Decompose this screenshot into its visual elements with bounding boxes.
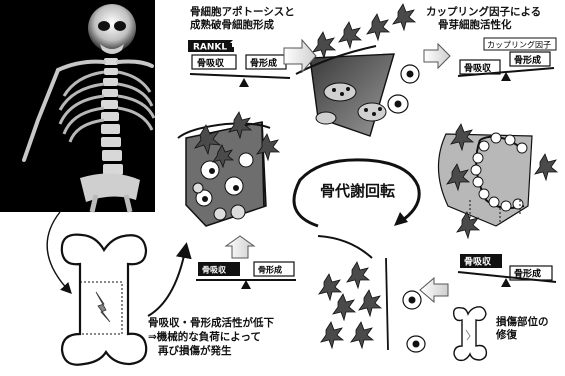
caption-coupling: カップリング因子による 骨芽細胞活性化 xyxy=(426,6,541,32)
balance-top-left-formation: 骨形成 xyxy=(250,57,277,69)
caption-repair: 損傷部位の 修復 xyxy=(496,316,549,342)
resorption-panel xyxy=(296,4,419,136)
balance-mid-left: 骨吸収 骨形成 xyxy=(196,262,296,289)
balance-top-right-formation: 骨形成 xyxy=(514,54,541,66)
rankl-tag: RANKL xyxy=(193,43,227,53)
center-title: 骨代謝回転 xyxy=(320,180,395,201)
balance-bottom-right: 骨吸収 骨形成 xyxy=(458,254,556,287)
caption-repair-line1: 損傷部位の xyxy=(496,316,549,329)
balance-bottom-right-resorption: 骨吸収 xyxy=(464,256,492,268)
balance-top-left-resorption: 骨吸収 xyxy=(197,57,225,69)
caption-apoptosis-line1: 骨細胞アポトーシスと xyxy=(190,6,295,19)
quiescent-panel xyxy=(318,236,425,352)
bone-outline xyxy=(62,235,146,365)
balance-top-right: カップリング因子 骨吸収 骨形成 xyxy=(458,38,556,81)
caption-coupling-line2: 骨芽細胞活性化 xyxy=(426,19,541,32)
caption-coupling-line1: カップリング因子による xyxy=(426,6,541,19)
caption-decline-line1: 骨吸収・骨形成活性が低下 xyxy=(148,316,274,330)
small-bone-icon xyxy=(454,307,487,361)
flow-arrow-top-right xyxy=(424,44,450,68)
caption-decline-line2: ⇒機械的な負荷によって xyxy=(148,330,274,344)
flow-arrow-up xyxy=(226,236,254,258)
caption-repair-line2: 修復 xyxy=(496,329,549,342)
caption-apoptosis-line2: 成熟破骨細胞形成 xyxy=(190,19,295,32)
osteoclast-panel xyxy=(178,112,279,226)
caption-decline: 骨吸収・骨形成活性が低下 ⇒機械的な負荷によって 再び損傷が発生 xyxy=(148,316,274,358)
balance-top-left: RANKL 骨吸収 骨形成 xyxy=(188,39,290,87)
balance-mid-left-formation: 骨形成 xyxy=(258,265,282,275)
caption-apoptosis: 骨細胞アポトーシスと 成熟破骨細胞形成 xyxy=(190,6,295,32)
xray-photo xyxy=(0,0,155,212)
osteoblast-panel xyxy=(438,124,557,238)
coupling-factor-tag: カップリング因子 xyxy=(487,40,551,50)
balance-top-right-resorption: 骨吸収 xyxy=(464,62,492,74)
caption-decline-line3: 再び損傷が発生 xyxy=(148,344,274,358)
balance-mid-left-resorption: 骨吸収 xyxy=(202,265,227,275)
bone-to-panel-arrow xyxy=(148,246,186,316)
flow-arrow-bottom xyxy=(420,278,448,302)
